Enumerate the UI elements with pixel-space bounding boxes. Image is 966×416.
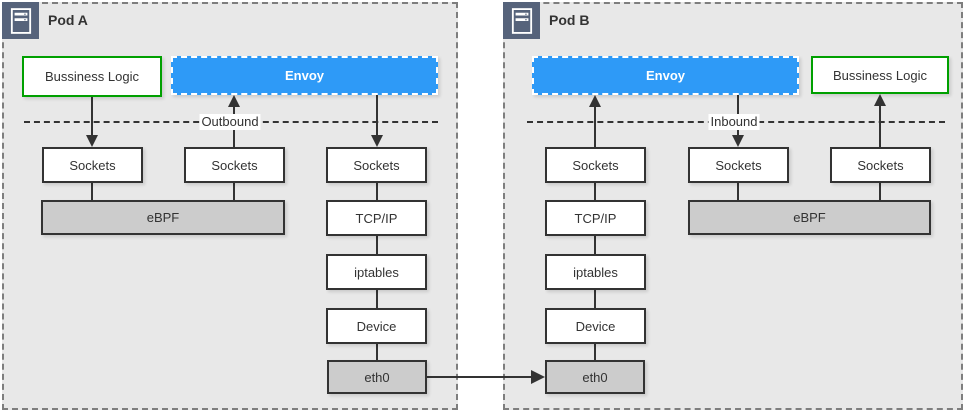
sockets-node: Sockets [42, 147, 143, 183]
connector-sockets-to-tcpip [594, 183, 596, 200]
connector-sockets-to-ebpf [233, 183, 235, 200]
outbound-label: Outbound [199, 114, 261, 130]
business-logic-node: Bussiness Logic [22, 56, 162, 97]
arrowhead-right-icon [531, 370, 545, 384]
envoy-node: Envoy [532, 56, 799, 95]
tcpip-node: TCP/IP [545, 200, 646, 236]
envoy-node: Envoy [171, 56, 438, 95]
sockets-node: Sockets [545, 147, 646, 183]
iptables-node: iptables [545, 254, 646, 290]
inbound-label: Inbound [708, 114, 760, 130]
connector-business-to-sockets [91, 97, 93, 136]
arrowhead-up-icon [589, 95, 601, 107]
sockets-node: Sockets [830, 147, 931, 183]
connector-device-to-eth0 [376, 344, 378, 360]
eth0-node: eth0 [327, 360, 427, 394]
eth0-node: eth0 [545, 360, 645, 394]
sockets-node: Sockets [326, 147, 427, 183]
arrowhead-down-icon [86, 135, 98, 147]
sockets-node: Sockets [688, 147, 789, 183]
device-node: Device [326, 308, 427, 344]
connector-sockets-to-ebpf [91, 183, 93, 200]
connector-iptables-to-device [376, 290, 378, 308]
pod-a-title: Pod A [48, 12, 88, 28]
tcpip-node: TCP/IP [326, 200, 427, 236]
server-icon [503, 2, 540, 39]
connector-sockets-to-ebpf [879, 183, 881, 200]
ebpf-node: eBPF [41, 200, 285, 235]
arrowhead-up-icon [228, 95, 240, 107]
connector-sockets-to-business [879, 105, 881, 147]
connector-sockets-to-tcpip [376, 183, 378, 200]
connector-iptables-to-device [594, 290, 596, 308]
connector-envoy-to-sockets [376, 95, 378, 136]
sockets-node: Sockets [184, 147, 285, 183]
connector-eth0-to-eth0 [427, 376, 533, 378]
connector-sockets-to-envoy [594, 106, 596, 147]
arrowhead-up-icon [874, 94, 886, 106]
server-icon [2, 2, 39, 39]
connector-device-to-eth0 [594, 344, 596, 360]
connector-sockets-to-ebpf [737, 183, 739, 200]
device-node: Device [545, 308, 646, 344]
pod-b-title: Pod B [549, 12, 590, 28]
ebpf-node: eBPF [688, 200, 931, 235]
iptables-node: iptables [326, 254, 427, 290]
connector-tcpip-to-iptables [376, 236, 378, 254]
arrowhead-down-icon [371, 135, 383, 147]
business-logic-node: Bussiness Logic [811, 56, 949, 94]
arrowhead-down-icon [732, 135, 744, 147]
connector-tcpip-to-iptables [594, 236, 596, 254]
